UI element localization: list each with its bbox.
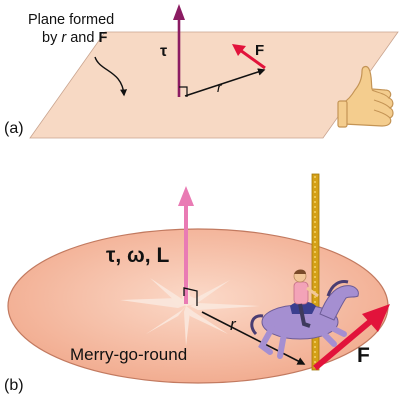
plane [29, 31, 399, 139]
right-angle-marker-a [179, 86, 188, 97]
panel-b-label: (b) [4, 377, 24, 394]
force-label-a: F [255, 42, 264, 59]
vector-labels-b: τ, ω, L [106, 244, 169, 267]
r-vector-a [184, 68, 266, 97]
plane-caption-line2: by r and F [42, 30, 107, 46]
thumbs-up-hand-icon [337, 65, 394, 128]
plane-caption-line1: Plane formed [28, 12, 114, 28]
axis-vector-arrowhead [178, 186, 194, 206]
panel-b: τ, ω, L r [4, 173, 390, 394]
carousel-horse-icon [250, 269, 359, 359]
force-arrow-a [239, 48, 266, 70]
r-label-b: r [230, 315, 237, 334]
torque-symbol-a: τ [160, 43, 167, 60]
torque-arrowhead-a [173, 4, 185, 20]
force-arrowhead-a [232, 44, 246, 56]
r-vector-b [201, 311, 306, 365]
force-arrow-b [313, 317, 374, 371]
caption-pointer-arrow [94, 56, 128, 97]
force-arrowhead-b [362, 304, 390, 332]
r-label-a: r [217, 79, 223, 95]
merry-go-round-label: Merry-go-round [70, 345, 187, 364]
force-label-b: F [357, 344, 370, 367]
panel-a-label: (a) [4, 120, 24, 137]
panel-a: Plane formed by r and F τ r F (a) [4, 4, 399, 139]
right-angle-marker-b [183, 287, 198, 306]
